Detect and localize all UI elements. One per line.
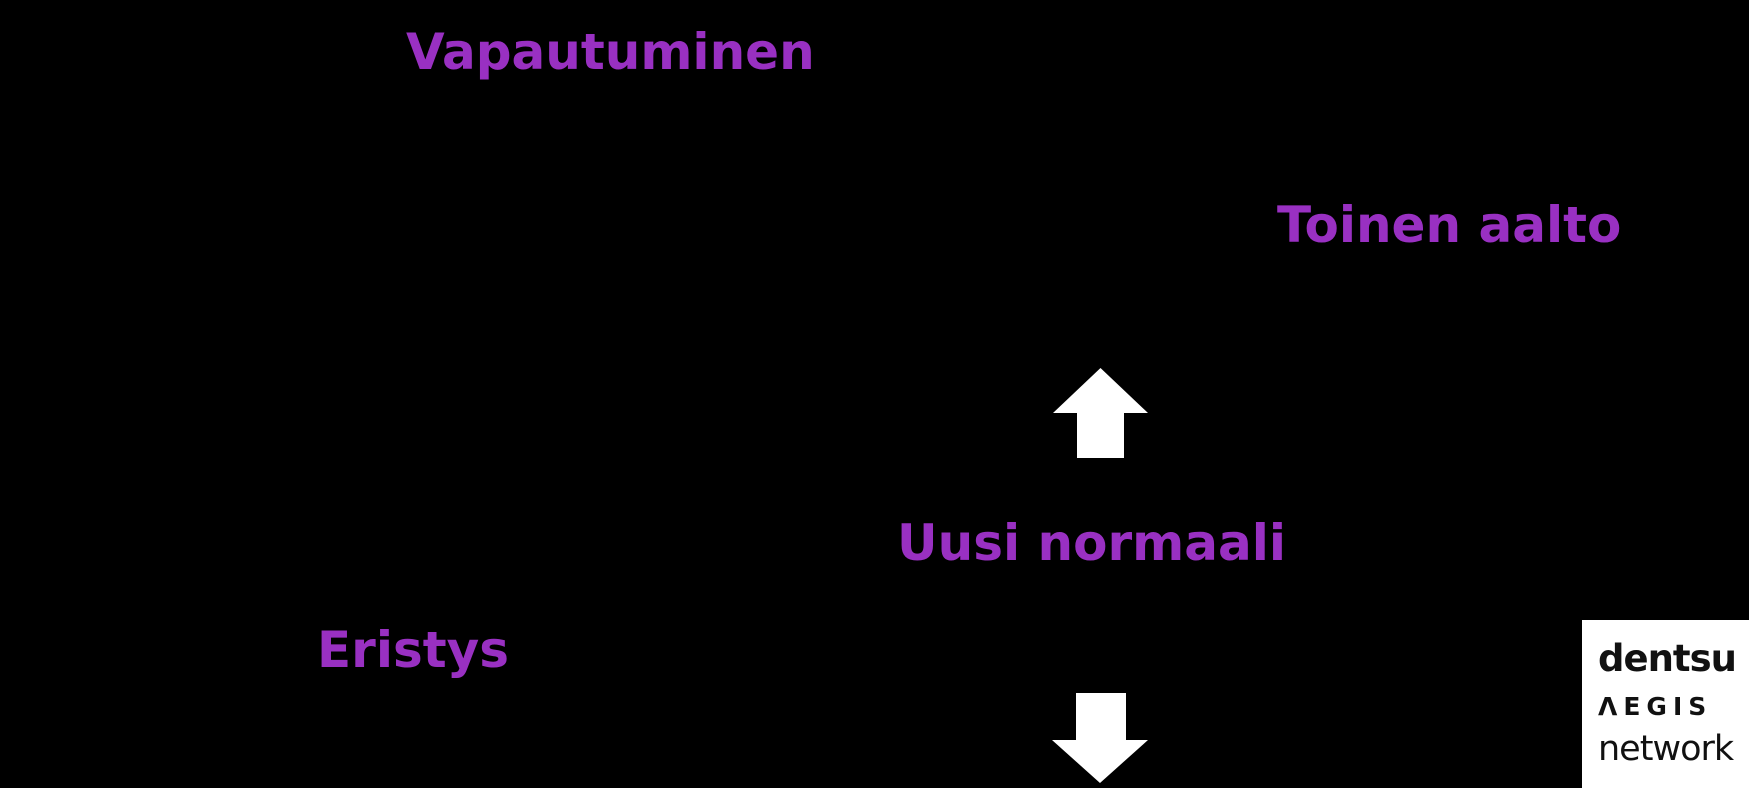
up-arrow-icon [1053, 368, 1148, 462]
dentsu-aegis-network-logo: dentsu ΛEGIS network [1582, 620, 1749, 788]
phase-label-uusi-normaali: Uusi normaali [897, 514, 1286, 572]
phase-label-vapautuminen: Vapautuminen [406, 23, 815, 81]
phase-label-toinen-aalto: Toinen aalto [1277, 196, 1622, 254]
logo-line-aegis: ΛEGIS [1598, 692, 1713, 721]
logo-line-dentsu: dentsu [1598, 637, 1737, 680]
down-arrow-icon [1052, 693, 1148, 787]
phase-label-eristys: Eristys [317, 621, 509, 679]
logo-line-network: network [1598, 729, 1734, 769]
